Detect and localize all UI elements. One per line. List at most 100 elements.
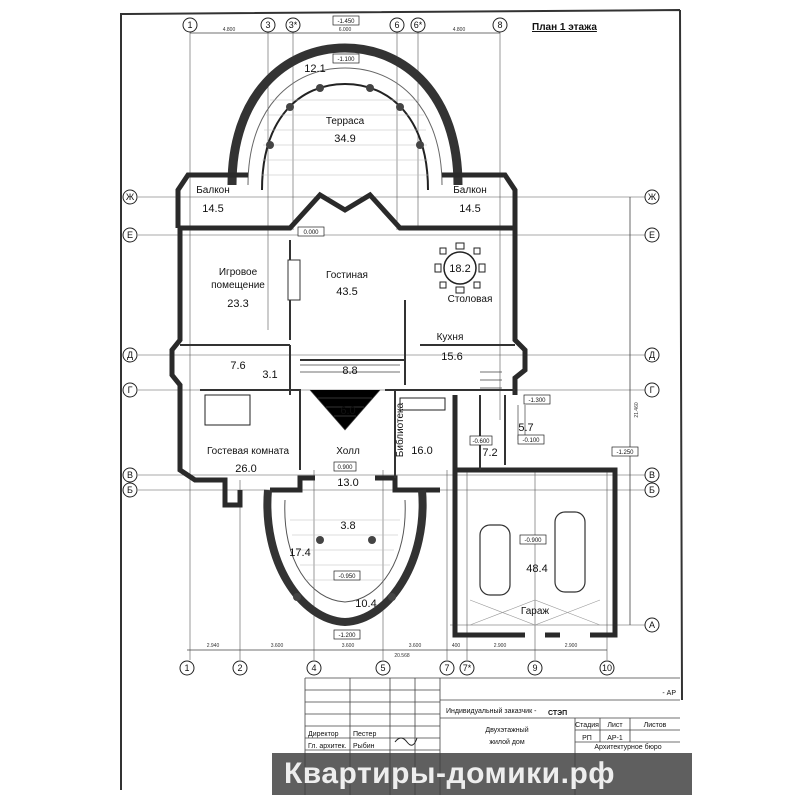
room-area: 7.2: [482, 447, 497, 459]
level-mark: -1.300: [528, 398, 546, 404]
level-mark: 0.000: [303, 230, 319, 236]
room-area: 5.7: [518, 422, 533, 434]
level-mark: -1.200: [338, 633, 356, 639]
axis-label: 5: [380, 663, 385, 673]
sheet-frame: [119, 9, 683, 790]
axis-label: Е: [649, 230, 655, 240]
customer-label: Индивидуальный заказчик -: [446, 707, 537, 715]
level-mark: -0.950: [338, 574, 356, 580]
room-name: Гостиная: [326, 270, 368, 281]
balconies: [175, 172, 518, 228]
col-sheet: Лист: [607, 722, 623, 729]
exterior-walls: [169, 191, 618, 638]
level-marks: -1.450 -1.100 -1.300 -0.100 -1.250 -0.90…: [297, 15, 639, 640]
room-name: Балкон: [196, 185, 230, 196]
room-area: 16.0: [411, 445, 432, 457]
axis-label: 9: [532, 663, 537, 673]
room-area: 14.5: [202, 203, 223, 215]
side-axis-markers: Ж Е Д Г В Б Ж Е Д Г В Б А: [122, 189, 660, 633]
bed-icon: [204, 394, 251, 426]
level-mark: 0.900: [337, 465, 353, 471]
dimension-total: 21.460: [634, 402, 640, 418]
room-area: 17.4: [289, 547, 310, 559]
axis-label: Г: [650, 385, 655, 395]
sheet-value: АР-1: [607, 735, 623, 742]
watermark: Квартиры-домики.рф: [272, 753, 692, 795]
dimension: 3.600: [342, 643, 355, 649]
axis-label: 8: [497, 20, 502, 30]
axis-label: 10: [602, 663, 612, 673]
axis-label: 2: [237, 663, 242, 673]
dimension: 2.900: [494, 643, 507, 649]
dimension-total: 20.568: [394, 653, 410, 659]
dimension: 4.800: [223, 27, 236, 33]
axis-label: Ж: [126, 192, 135, 202]
room-area: 43.5: [336, 286, 357, 298]
drawing-code: - АР: [662, 690, 676, 697]
room-name: Гостевая комната: [207, 446, 290, 457]
axis-label: 6*: [414, 20, 423, 30]
axis-label: 7*: [463, 663, 472, 673]
role: Директор: [308, 731, 339, 738]
room-name: Балкон: [453, 185, 487, 196]
dimension: 2.900: [565, 643, 578, 649]
car-icon: [554, 511, 586, 593]
grid-axes: [138, 32, 645, 660]
sheet-title: План 1 этажа: [532, 22, 597, 33]
room-area: 10.4: [355, 598, 376, 610]
car-icon: [479, 524, 511, 596]
dimension: 3.600: [409, 643, 422, 649]
room-name: помещение: [211, 280, 265, 291]
customer-name: СТЭП: [548, 710, 567, 717]
room-area: 18.2: [449, 263, 470, 275]
dimension: 6.000: [339, 27, 352, 33]
axis-label: Ж: [648, 192, 657, 202]
axis-label: В: [649, 470, 655, 480]
axis-label: Д: [649, 350, 655, 360]
level-mark: -1.450: [337, 19, 355, 25]
room-area: 13.0: [337, 477, 358, 489]
axis-label: А: [649, 620, 655, 630]
room-labels: Терраса 34.9 12.1 Балкон 14.5 Балкон 14.…: [196, 63, 549, 617]
room-name: Игровое: [219, 267, 258, 278]
room-name: Библиотека: [394, 402, 406, 457]
room-name: Столовая: [448, 294, 493, 305]
level-mark: -0.600: [472, 439, 490, 445]
room-name: Холл: [336, 446, 360, 457]
col-stage: Стадия: [575, 722, 599, 729]
axis-label: Д: [127, 350, 133, 360]
project-name: жилой дом: [489, 738, 524, 746]
axis-label: 4: [311, 663, 316, 673]
level-mark: -0.900: [524, 538, 542, 544]
axis-label: 7: [444, 663, 449, 673]
dimension: 3.600: [271, 643, 284, 649]
room-name: Кухня: [437, 332, 464, 343]
room-area: 26.0: [235, 463, 256, 475]
signer-name: Пестер: [353, 731, 376, 738]
interior-walls: [180, 240, 515, 478]
room-name: Терраса: [326, 116, 365, 127]
project-name: Двухэтажный: [485, 726, 528, 734]
room-area: 14.5: [459, 203, 480, 215]
room-area: 23.3: [227, 298, 248, 310]
axis-label: Г: [128, 385, 133, 395]
garage-cars: [469, 511, 601, 626]
room-area: 15.6: [441, 351, 462, 363]
room-area: 3.1: [262, 369, 277, 381]
axis-label: 6: [394, 20, 399, 30]
stage-value: РП: [582, 735, 592, 742]
bottom-axis-markers: 1 2 4 5 7 7* 9 10 2.940 3.600 3.600 3.60…: [179, 402, 640, 676]
axis-label: 3: [265, 20, 270, 30]
axis-label: 1: [184, 663, 189, 673]
room-area: 48.4: [526, 563, 547, 575]
dimension: 2.940: [207, 643, 220, 649]
room-area: 3.8: [340, 520, 355, 532]
signer-name: Рыбин: [353, 742, 375, 750]
top-axis-markers: 1 3 3* 6 6* 8 4.800 6.000 4.800: [182, 17, 508, 33]
axis-label: Б: [127, 485, 133, 495]
room-area: 6.0: [340, 405, 355, 417]
axis-label: 3*: [289, 20, 298, 30]
room-area: 12.1: [304, 63, 325, 75]
room-area: 8.8: [342, 365, 357, 377]
